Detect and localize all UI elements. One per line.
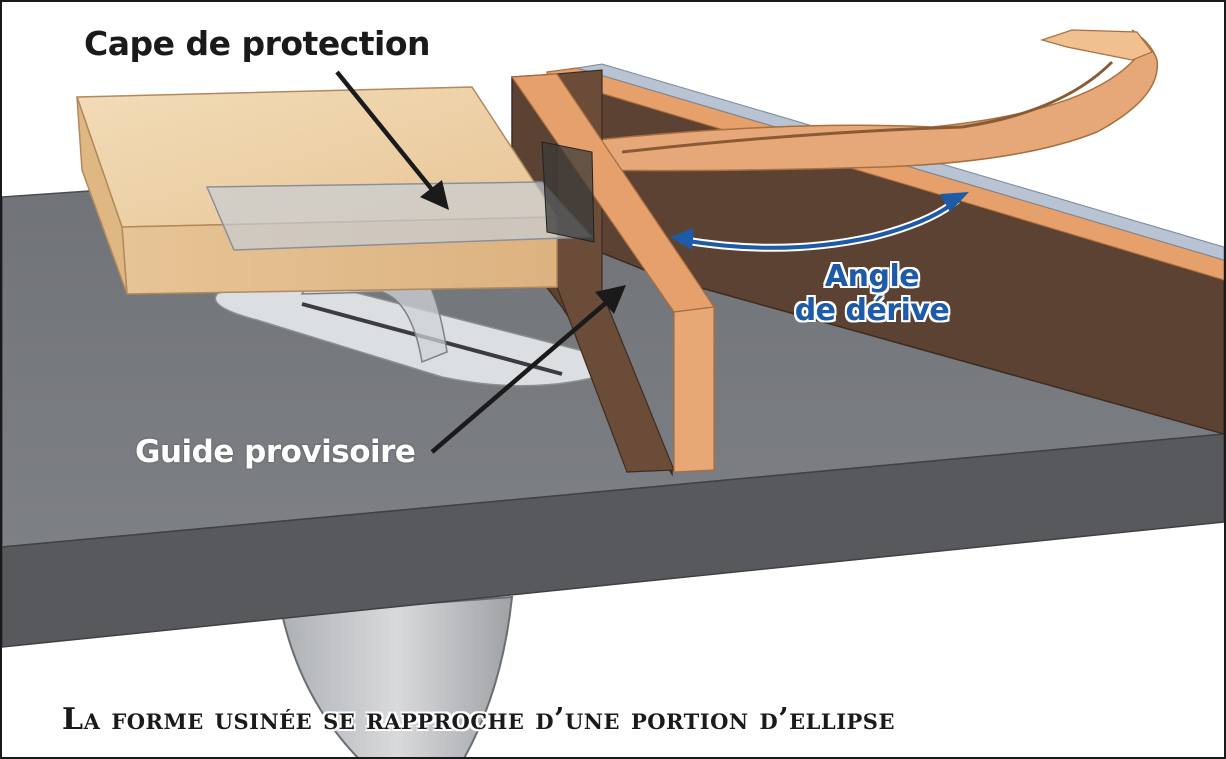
curved-workpiece-slot xyxy=(621,60,1114,154)
arrow-guide-shaft xyxy=(430,300,609,454)
label-drift-angle: Angle de dérive xyxy=(772,260,972,328)
label-temporary-guide: Guide provisoire xyxy=(135,434,416,470)
clear-guard-side xyxy=(541,141,595,243)
protective-cap-side xyxy=(76,96,128,295)
arrow-cape-head xyxy=(420,180,449,210)
clear-guard xyxy=(205,181,594,251)
label-drift-angle-line1: Angle xyxy=(824,259,920,294)
curved-workpiece-end xyxy=(1039,29,1153,61)
curved-workpiece xyxy=(576,29,1159,172)
figure-caption: La forme usinée se rapproche d’une porti… xyxy=(62,702,895,737)
temporary-guide-end xyxy=(673,306,715,473)
drift-angle-arc-blue xyxy=(681,198,959,250)
label-drift-angle-line2: de dérive xyxy=(794,293,950,328)
label-protective-cap: Cape de protection xyxy=(84,24,431,63)
blade-lower xyxy=(280,595,514,757)
table-front-edge xyxy=(2,433,1224,648)
drift-angle-arrowhead-left xyxy=(670,228,694,250)
drift-angle-arrowhead-right xyxy=(940,192,969,212)
arrow-cape-shaft xyxy=(335,70,436,194)
arrow-guide-head xyxy=(595,285,626,314)
